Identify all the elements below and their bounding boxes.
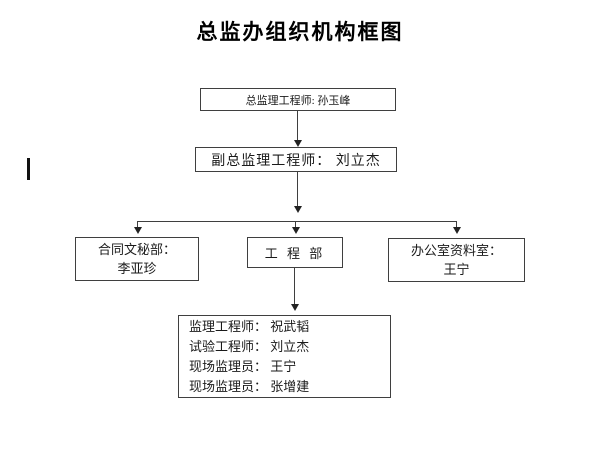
node-label-line: 办公室资料室： xyxy=(410,243,502,258)
arrowhead-down-icon xyxy=(292,227,300,234)
staff-line: 现场监理员： 张增建 xyxy=(189,378,310,394)
arrowhead-down-icon xyxy=(294,140,302,147)
connector-drop-right xyxy=(456,221,457,227)
page-title: 总监办组织机构框图 xyxy=(196,20,404,44)
node-contract-secretary-dept: 合同文秘部： 李亚珍 xyxy=(75,237,199,281)
connector-deputy-branch xyxy=(297,172,298,206)
node-engineering-dept: 工 程 部 xyxy=(247,237,343,268)
node-chief-supervision-engineer: 总监理工程师: 孙玉峰 xyxy=(200,88,396,111)
staff-line: 监理工程师： 祝武韬 xyxy=(189,318,310,334)
arrowhead-down-icon xyxy=(291,304,299,311)
staff-line: 现场监理员： 王宁 xyxy=(189,358,297,374)
node-deputy-chief-supervision-engineer: 副总监理工程师： 刘立杰 xyxy=(195,147,397,172)
node-label-line: 王宁 xyxy=(443,262,470,277)
text-cursor-mark xyxy=(27,158,30,180)
connector-eng-staff xyxy=(294,268,295,304)
connector-drop-middle xyxy=(295,221,296,227)
connector-drop-left xyxy=(137,221,138,227)
node-label-line: 合同文秘部： xyxy=(97,242,176,257)
arrowhead-down-icon xyxy=(294,206,302,213)
node-label: 工 程 部 xyxy=(264,246,326,261)
node-label: 总监理工程师: 孙玉峰 xyxy=(245,94,351,107)
node-label-line: 李亚珍 xyxy=(117,261,157,276)
node-office-archives-room: 办公室资料室： 王宁 xyxy=(388,238,525,282)
staff-line: 试验工程师： 刘立杰 xyxy=(189,338,310,354)
arrowhead-down-icon xyxy=(134,227,142,234)
node-staff-list: 监理工程师： 祝武韬 试验工程师： 刘立杰 现场监理员： 王宁 现场监理员： 张… xyxy=(178,315,391,398)
node-label: 副总监理工程师： 刘立杰 xyxy=(211,153,381,169)
arrowhead-down-icon xyxy=(453,227,461,234)
connector-chief-deputy xyxy=(297,111,298,140)
connector-branch-horizontal xyxy=(137,221,456,222)
